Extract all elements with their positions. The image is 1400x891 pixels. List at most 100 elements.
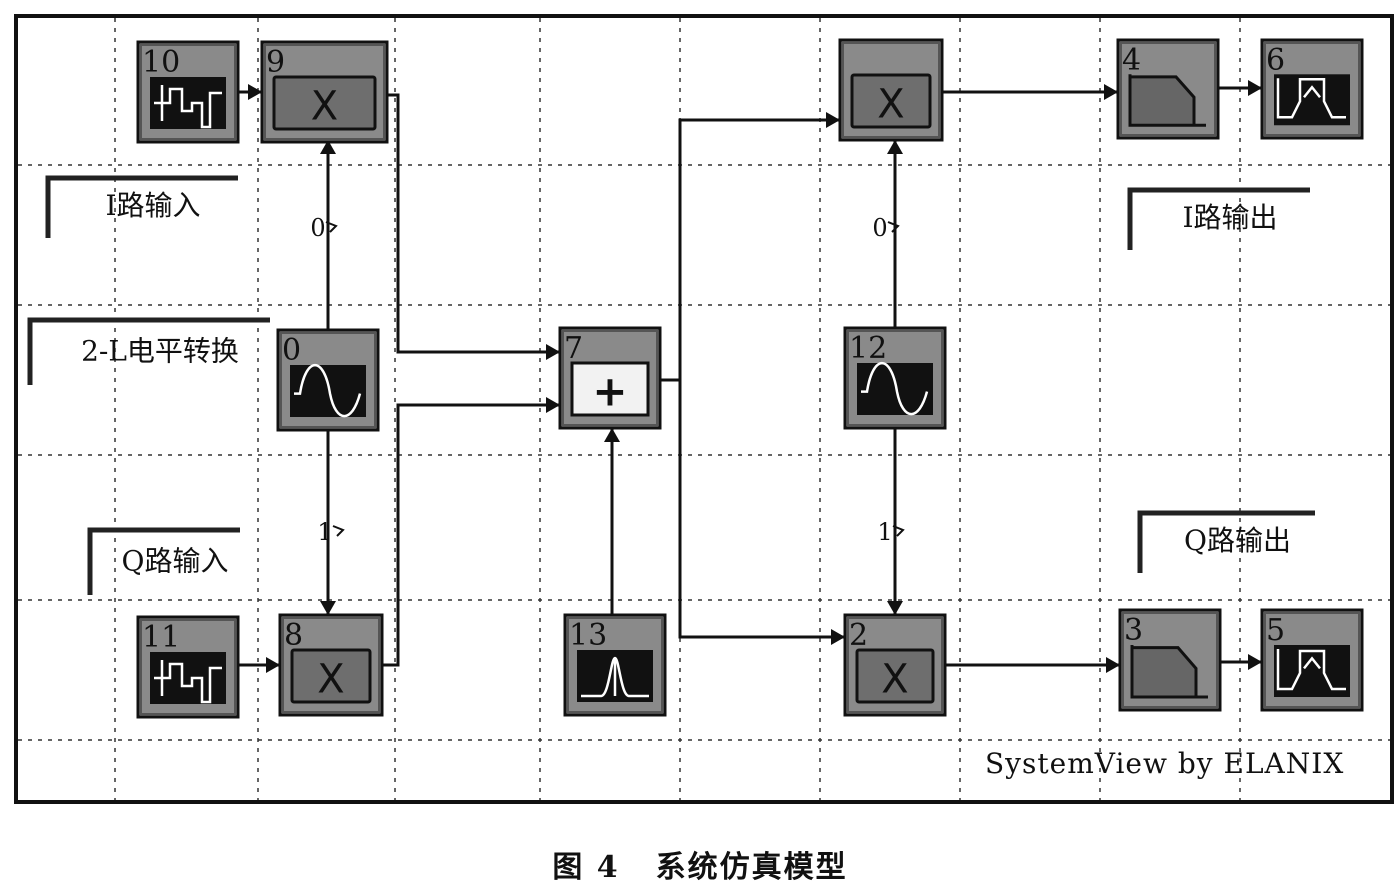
port-label: 0 — [872, 214, 887, 242]
block-bevel — [1264, 42, 1360, 136]
block-id: 13 — [569, 618, 607, 653]
switch-icon — [887, 221, 900, 233]
block-5[interactable]: 5 — [1260, 608, 1364, 712]
icon-frame — [272, 75, 377, 131]
icon-waveform — [1276, 78, 1346, 119]
block-bevel — [140, 619, 236, 715]
block-7[interactable]: +7 — [558, 326, 662, 430]
block-bevel — [562, 330, 658, 426]
arrowhead-icon — [320, 140, 336, 154]
block-bevel — [842, 42, 940, 138]
label-bracket — [27, 317, 270, 385]
arrowhead-icon — [1248, 80, 1262, 96]
block-id: 10 — [142, 45, 180, 80]
sinusoid-source-icon — [290, 363, 366, 418]
arrowhead-icon — [826, 112, 840, 128]
block-6[interactable]: 6 — [1260, 38, 1364, 140]
adder-symbol: + — [592, 367, 627, 416]
arrowhead-icon — [248, 84, 262, 100]
block-id: 3 — [1124, 613, 1143, 648]
multiplier-symbol: X — [311, 84, 338, 130]
figure-number: 图 4 — [552, 850, 620, 885]
pn-sequence-icon — [150, 652, 226, 704]
block-multiplier[interactable]: X — [838, 38, 944, 142]
switch-icon — [332, 525, 345, 537]
icon-frame — [855, 648, 935, 704]
port-label: 1 — [877, 518, 892, 546]
arrowhead-icon — [320, 601, 336, 615]
block-id: 12 — [849, 331, 887, 366]
arrowhead-icon — [887, 601, 903, 615]
lowpass-filter-icon — [1130, 645, 1208, 699]
block-2[interactable]: X2 — [843, 613, 947, 717]
block-10[interactable]: 10 — [136, 40, 240, 144]
block-id: 7 — [564, 331, 583, 366]
block-id: 9 — [266, 45, 285, 80]
arrowhead-icon — [831, 629, 845, 645]
icon-waveform — [581, 656, 649, 698]
icon-waveform — [294, 363, 362, 418]
block-id: 8 — [284, 618, 303, 653]
label-bracket — [1127, 187, 1310, 250]
switch-icon — [892, 525, 905, 537]
icon-frame — [570, 361, 650, 417]
filter-response — [1130, 645, 1208, 699]
arrowhead-icon — [604, 428, 620, 442]
block-9[interactable]: X9 — [260, 40, 389, 144]
sinusoid-source-icon — [857, 361, 933, 416]
connection-wire — [382, 403, 560, 667]
block-bevel — [1120, 42, 1216, 136]
label-bracket — [87, 527, 240, 595]
arrowhead-icon — [1104, 84, 1118, 100]
arrowhead-icon — [1248, 654, 1262, 670]
block-12[interactable]: 12 — [843, 326, 947, 430]
label-bracket — [45, 175, 238, 238]
block-id: 5 — [1266, 613, 1285, 648]
block-4[interactable]: 4 — [1116, 38, 1220, 140]
multiplier-icon: X — [855, 648, 935, 704]
connection-wire — [660, 118, 840, 382]
icon-waveform — [1276, 649, 1346, 691]
block-11[interactable]: 11 — [136, 615, 240, 719]
gaussian-noise-icon — [577, 650, 653, 702]
block-bevel — [847, 330, 943, 426]
multiplier-icon: X — [272, 75, 377, 131]
block-0[interactable]: 0 — [276, 328, 380, 432]
label-q-output: Q路输出 — [1184, 524, 1291, 557]
figure-caption: 图 4 系统仿真模型 — [0, 842, 1400, 886]
block-bevel — [1122, 612, 1218, 708]
multiplier-icon: X — [850, 73, 932, 129]
block-bevel — [1264, 612, 1360, 708]
multiplier-symbol: X — [877, 82, 904, 128]
port-label: 1 — [317, 518, 332, 546]
spectrum-sink-icon — [1274, 74, 1350, 126]
spectrum-sink-icon — [1274, 645, 1350, 697]
label-bracket — [1137, 510, 1315, 573]
arrowhead-icon — [546, 397, 560, 413]
block-id: 11 — [142, 620, 180, 655]
pn-sequence-icon — [150, 77, 226, 129]
icon-waveform — [861, 361, 929, 416]
block-id: 2 — [849, 618, 868, 653]
block-3[interactable]: 3 — [1118, 608, 1222, 712]
block-bevel — [567, 617, 663, 713]
port-label: 0 — [310, 214, 325, 242]
lowpass-filter-icon — [1128, 74, 1206, 127]
icon-frame — [850, 73, 932, 129]
figure-title: 系统仿真模型 — [655, 850, 848, 885]
label-i-input: I路输入 — [105, 189, 200, 222]
block-bevel — [140, 44, 236, 140]
multiplier-symbol: X — [881, 657, 908, 703]
multiplier-symbol: X — [317, 657, 344, 703]
icon-waveform — [154, 660, 222, 704]
watermark-text: SystemView by ELANIX — [985, 747, 1344, 780]
multiplier-icon: X — [290, 648, 372, 704]
icon-waveform — [154, 85, 222, 129]
block-8[interactable]: X8 — [278, 613, 384, 717]
arrowhead-icon — [887, 140, 903, 154]
label-q-input: Q路输入 — [122, 544, 229, 577]
block-id: 0 — [282, 333, 301, 368]
block-bevel — [280, 332, 376, 428]
block-13[interactable]: 13 — [563, 613, 667, 717]
